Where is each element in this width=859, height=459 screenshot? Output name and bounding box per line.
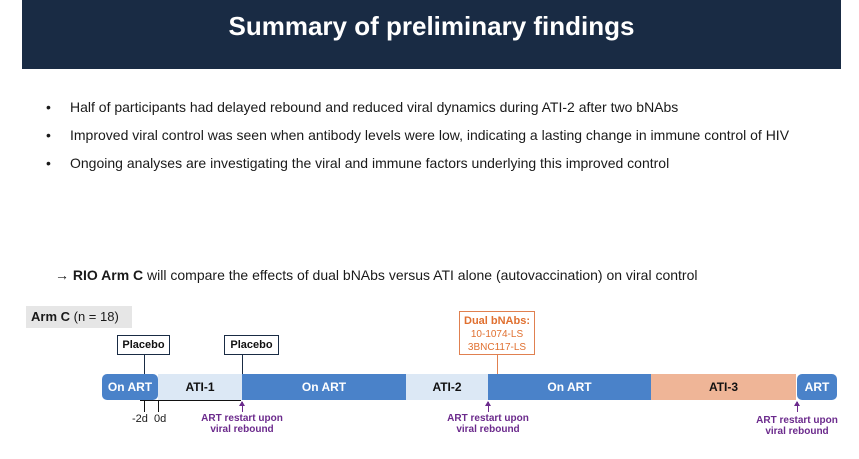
art-restart-label: ART restart upon viral rebound <box>182 413 302 435</box>
arrow-icon: → <box>55 267 69 283</box>
connector-line <box>144 355 145 374</box>
bullet-icon: • <box>46 155 51 171</box>
day-axis <box>140 400 241 401</box>
summary-bold: RIO Arm C <box>72 267 144 283</box>
segment-on-art: On ART <box>488 374 651 400</box>
restart-line: ART restart upon <box>756 415 838 426</box>
bullet-icon: • <box>46 99 51 115</box>
list-item: • Ongoing analyses are investigating the… <box>46 154 836 173</box>
up-arrow-icon <box>794 401 800 412</box>
connector-line <box>242 355 243 374</box>
restart-line: viral rebound <box>765 426 829 437</box>
tick-mark <box>158 400 159 412</box>
art-restart-label: ART restart upon viral rebound <box>737 415 857 437</box>
segment-art: ART <box>797 374 837 400</box>
restart-line: ART restart upon <box>447 413 529 424</box>
restart-line: viral rebound <box>210 424 274 435</box>
up-arrow-icon <box>239 401 245 412</box>
arm-count: (n = 18) <box>70 309 119 324</box>
bnabs-title: Dual bNAbs: <box>464 315 530 327</box>
title-banner: Summary of preliminary findings <box>22 0 841 69</box>
bnabs-drug: 3BNC117-LS <box>467 342 527 353</box>
art-restart-label: ART restart upon viral rebound <box>428 413 548 435</box>
segment-on-art: On ART <box>242 374 406 400</box>
tick-mark <box>144 400 145 412</box>
summary-statement: → RIO Arm C will compare the effects of … <box>55 267 697 283</box>
bullet-text: Improved viral control was seen when ant… <box>70 127 790 143</box>
connector-line <box>497 355 498 374</box>
dual-bnabs-callout: Dual bNAbs: 10-1074-LS 3BNC117-LS <box>459 311 535 355</box>
bullet-text: Half of participants had delayed rebound… <box>70 99 679 115</box>
tick-label: -2d <box>132 413 148 425</box>
bullet-icon: • <box>46 127 51 143</box>
segment-on-art: On ART <box>102 374 158 400</box>
up-arrow-icon <box>485 401 491 412</box>
arm-label: Arm C (n = 18) <box>26 306 132 328</box>
segment-ati-2: ATI-2 <box>406 374 488 400</box>
arm-name: Arm C <box>31 309 71 324</box>
page-title: Summary of preliminary findings <box>228 11 635 41</box>
list-item: • Half of participants had delayed rebou… <box>46 98 836 117</box>
findings-list: • Half of participants had delayed rebou… <box>46 98 836 182</box>
segment-ati-1: ATI-1 <box>158 374 242 400</box>
restart-line: ART restart upon <box>201 413 283 424</box>
segment-ati-3: ATI-3 <box>651 374 796 400</box>
restart-line: viral rebound <box>456 424 520 435</box>
tick-label: 0d <box>154 413 167 425</box>
bnabs-drug: 10-1074-LS <box>470 329 524 340</box>
placebo-callout: Placebo <box>117 335 170 355</box>
placebo-callout: Placebo <box>224 335 279 355</box>
bullet-text: Ongoing analyses are investigating the v… <box>70 155 670 171</box>
summary-text: will compare the effects of dual bNAbs v… <box>143 267 698 283</box>
list-item: • Improved viral control was seen when a… <box>46 126 836 145</box>
